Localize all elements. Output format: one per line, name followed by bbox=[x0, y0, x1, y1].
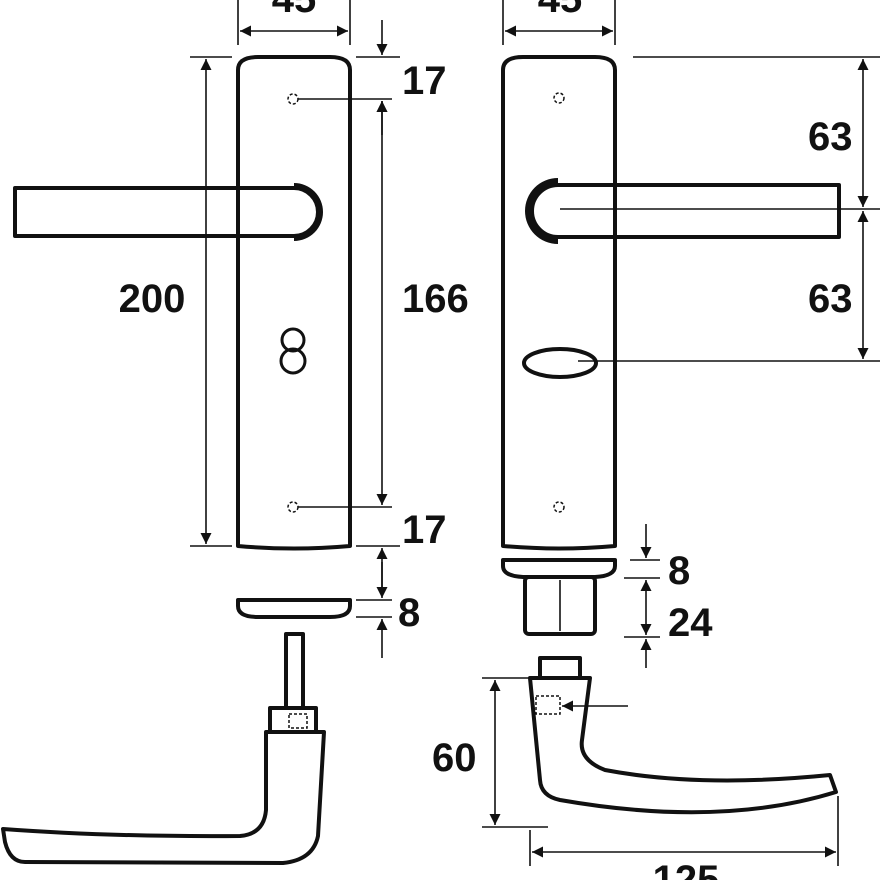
right-rose-height-label: 24 bbox=[668, 601, 713, 645]
lever-length-label: 125 bbox=[653, 858, 720, 880]
right-grub-screw bbox=[535, 695, 561, 715]
left-backplate bbox=[236, 55, 352, 551]
right-plate-width-label: 45 bbox=[538, 0, 583, 21]
privacy-turn-icon bbox=[279, 327, 307, 375]
left-plate-height-label: 200 bbox=[119, 277, 186, 321]
left-lever-side-view bbox=[1, 730, 326, 865]
left-grub-screw bbox=[288, 713, 308, 729]
left-backplate-assembly: 45 200 17 166 17 bbox=[1, 0, 469, 865]
right-lever-neck bbox=[525, 178, 558, 244]
left-bottom-screw-hole bbox=[287, 501, 299, 513]
right-lower-pitch-label: 63 bbox=[808, 277, 853, 321]
right-rose-thickness-label: 8 bbox=[668, 549, 690, 593]
right-lever-handle bbox=[530, 183, 841, 239]
left-lever-neck bbox=[294, 183, 323, 241]
left-top-screw-hole bbox=[287, 93, 299, 105]
right-rose-body bbox=[523, 575, 597, 636]
thumb-turn-icon bbox=[522, 347, 598, 379]
left-top-offset-label: 17 bbox=[402, 59, 447, 103]
left-rose bbox=[236, 598, 352, 619]
right-lever-side-view bbox=[528, 676, 838, 815]
lever-height-label: 60 bbox=[432, 736, 477, 780]
left-plate-width-label: 45 bbox=[272, 0, 317, 21]
left-rose-thickness-label: 8 bbox=[398, 591, 420, 635]
right-bottom-screw-hole bbox=[553, 501, 565, 513]
right-top-screw-hole bbox=[553, 92, 565, 104]
left-bottom-offset-label: 17 bbox=[402, 508, 447, 552]
right-upper-pitch-label: 63 bbox=[808, 115, 853, 159]
left-spindle bbox=[284, 632, 305, 710]
right-backplate-assembly: 45 63 63 8 24 bbox=[432, 0, 880, 880]
right-backplate bbox=[501, 55, 617, 551]
right-rose bbox=[501, 558, 617, 579]
left-lever-handle bbox=[13, 186, 320, 238]
left-hole-spacing-label: 166 bbox=[402, 277, 469, 321]
right-lever-collar bbox=[538, 656, 582, 680]
